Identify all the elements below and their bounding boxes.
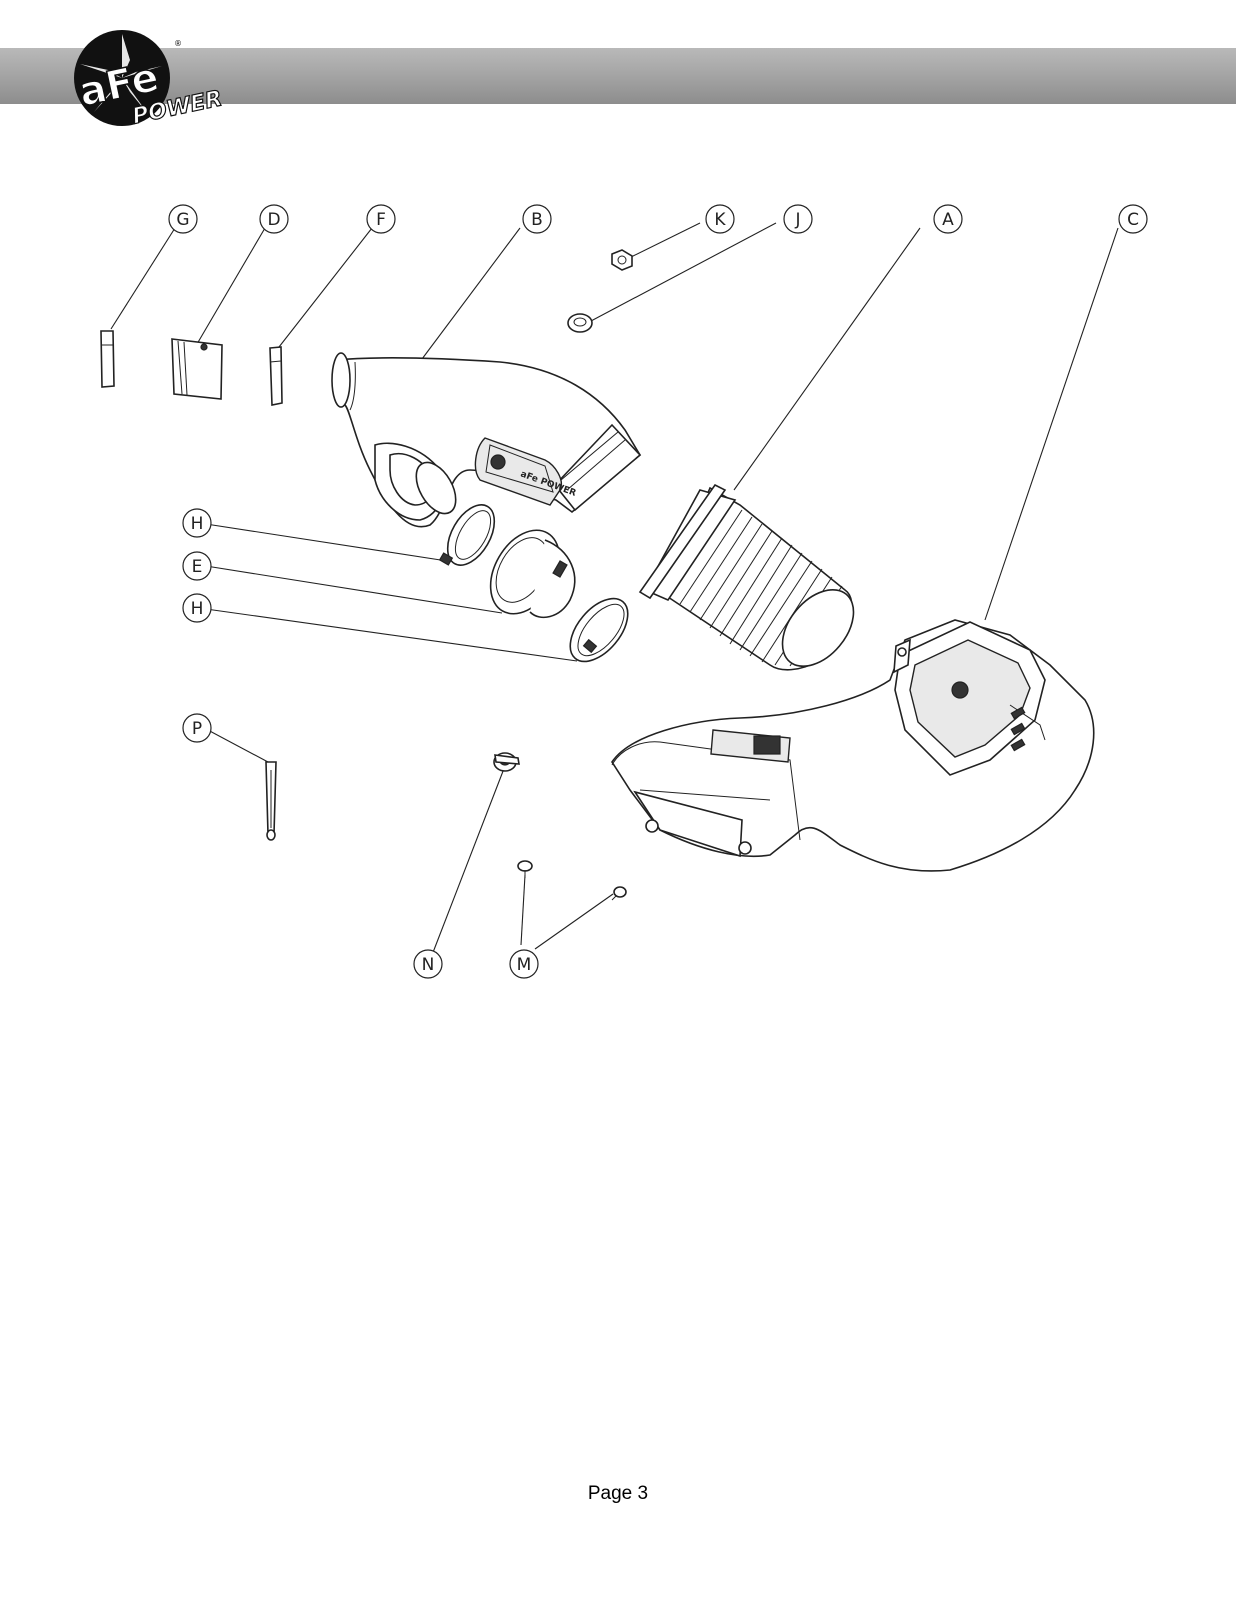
part-a-air-filter	[638, 483, 855, 671]
part-b-intake-tube: aFe POWER	[331, 352, 642, 528]
part-h-upper-clamp	[438, 504, 496, 566]
callout-b: B	[522, 204, 552, 234]
svg-text:K: K	[714, 210, 726, 230]
part-n-clamp	[493, 752, 520, 772]
svg-text:P: P	[192, 719, 202, 739]
svg-text:D: D	[267, 210, 280, 230]
callout-n: N	[413, 949, 443, 979]
svg-text:C: C	[1127, 210, 1139, 230]
part-j-grommet	[567, 313, 593, 333]
svg-text:F: F	[376, 210, 386, 230]
callout-d: D	[259, 204, 289, 234]
part-p-zip-tie	[265, 761, 277, 841]
part-h-lower-clamp	[569, 597, 629, 663]
part-m-push-pins	[517, 860, 627, 901]
callout-e: E	[182, 551, 212, 581]
callout-k: K	[705, 204, 735, 234]
part-g-coupler	[100, 330, 115, 388]
svg-text:H: H	[191, 514, 204, 534]
part-k-nut	[611, 249, 633, 271]
part-d-coupler	[171, 338, 223, 400]
callout-h-lower: H	[182, 593, 212, 623]
page-number: Page 3	[587, 1483, 649, 1504]
svg-text:N: N	[422, 955, 435, 975]
svg-text:M: M	[517, 955, 532, 975]
afe-power-logo: aFe POWER ®	[74, 30, 225, 130]
callout-f: F	[366, 204, 396, 234]
exploded-parts-diagram: G D F B K J A C H E H P N M	[100, 204, 1148, 979]
callout-j: J	[783, 204, 813, 234]
svg-text:B: B	[531, 210, 543, 230]
callout-g: G	[168, 204, 198, 234]
leader-lines	[110, 222, 1119, 956]
registered-mark: ®	[174, 39, 182, 48]
callout-a: A	[933, 204, 963, 234]
callout-m: M	[509, 949, 539, 979]
callout-c: C	[1118, 204, 1148, 234]
header-bar	[0, 48, 1236, 104]
svg-text:H: H	[191, 599, 204, 619]
part-e-coupler	[489, 529, 576, 619]
callout-p: P	[182, 713, 212, 743]
svg-text:J: J	[794, 210, 800, 230]
part-c-housing	[611, 619, 1095, 872]
svg-text:E: E	[192, 557, 203, 577]
svg-text:G: G	[176, 210, 189, 230]
callout-h-upper: H	[182, 508, 212, 538]
part-f-coupler	[269, 346, 283, 406]
svg-text:A: A	[942, 210, 954, 230]
